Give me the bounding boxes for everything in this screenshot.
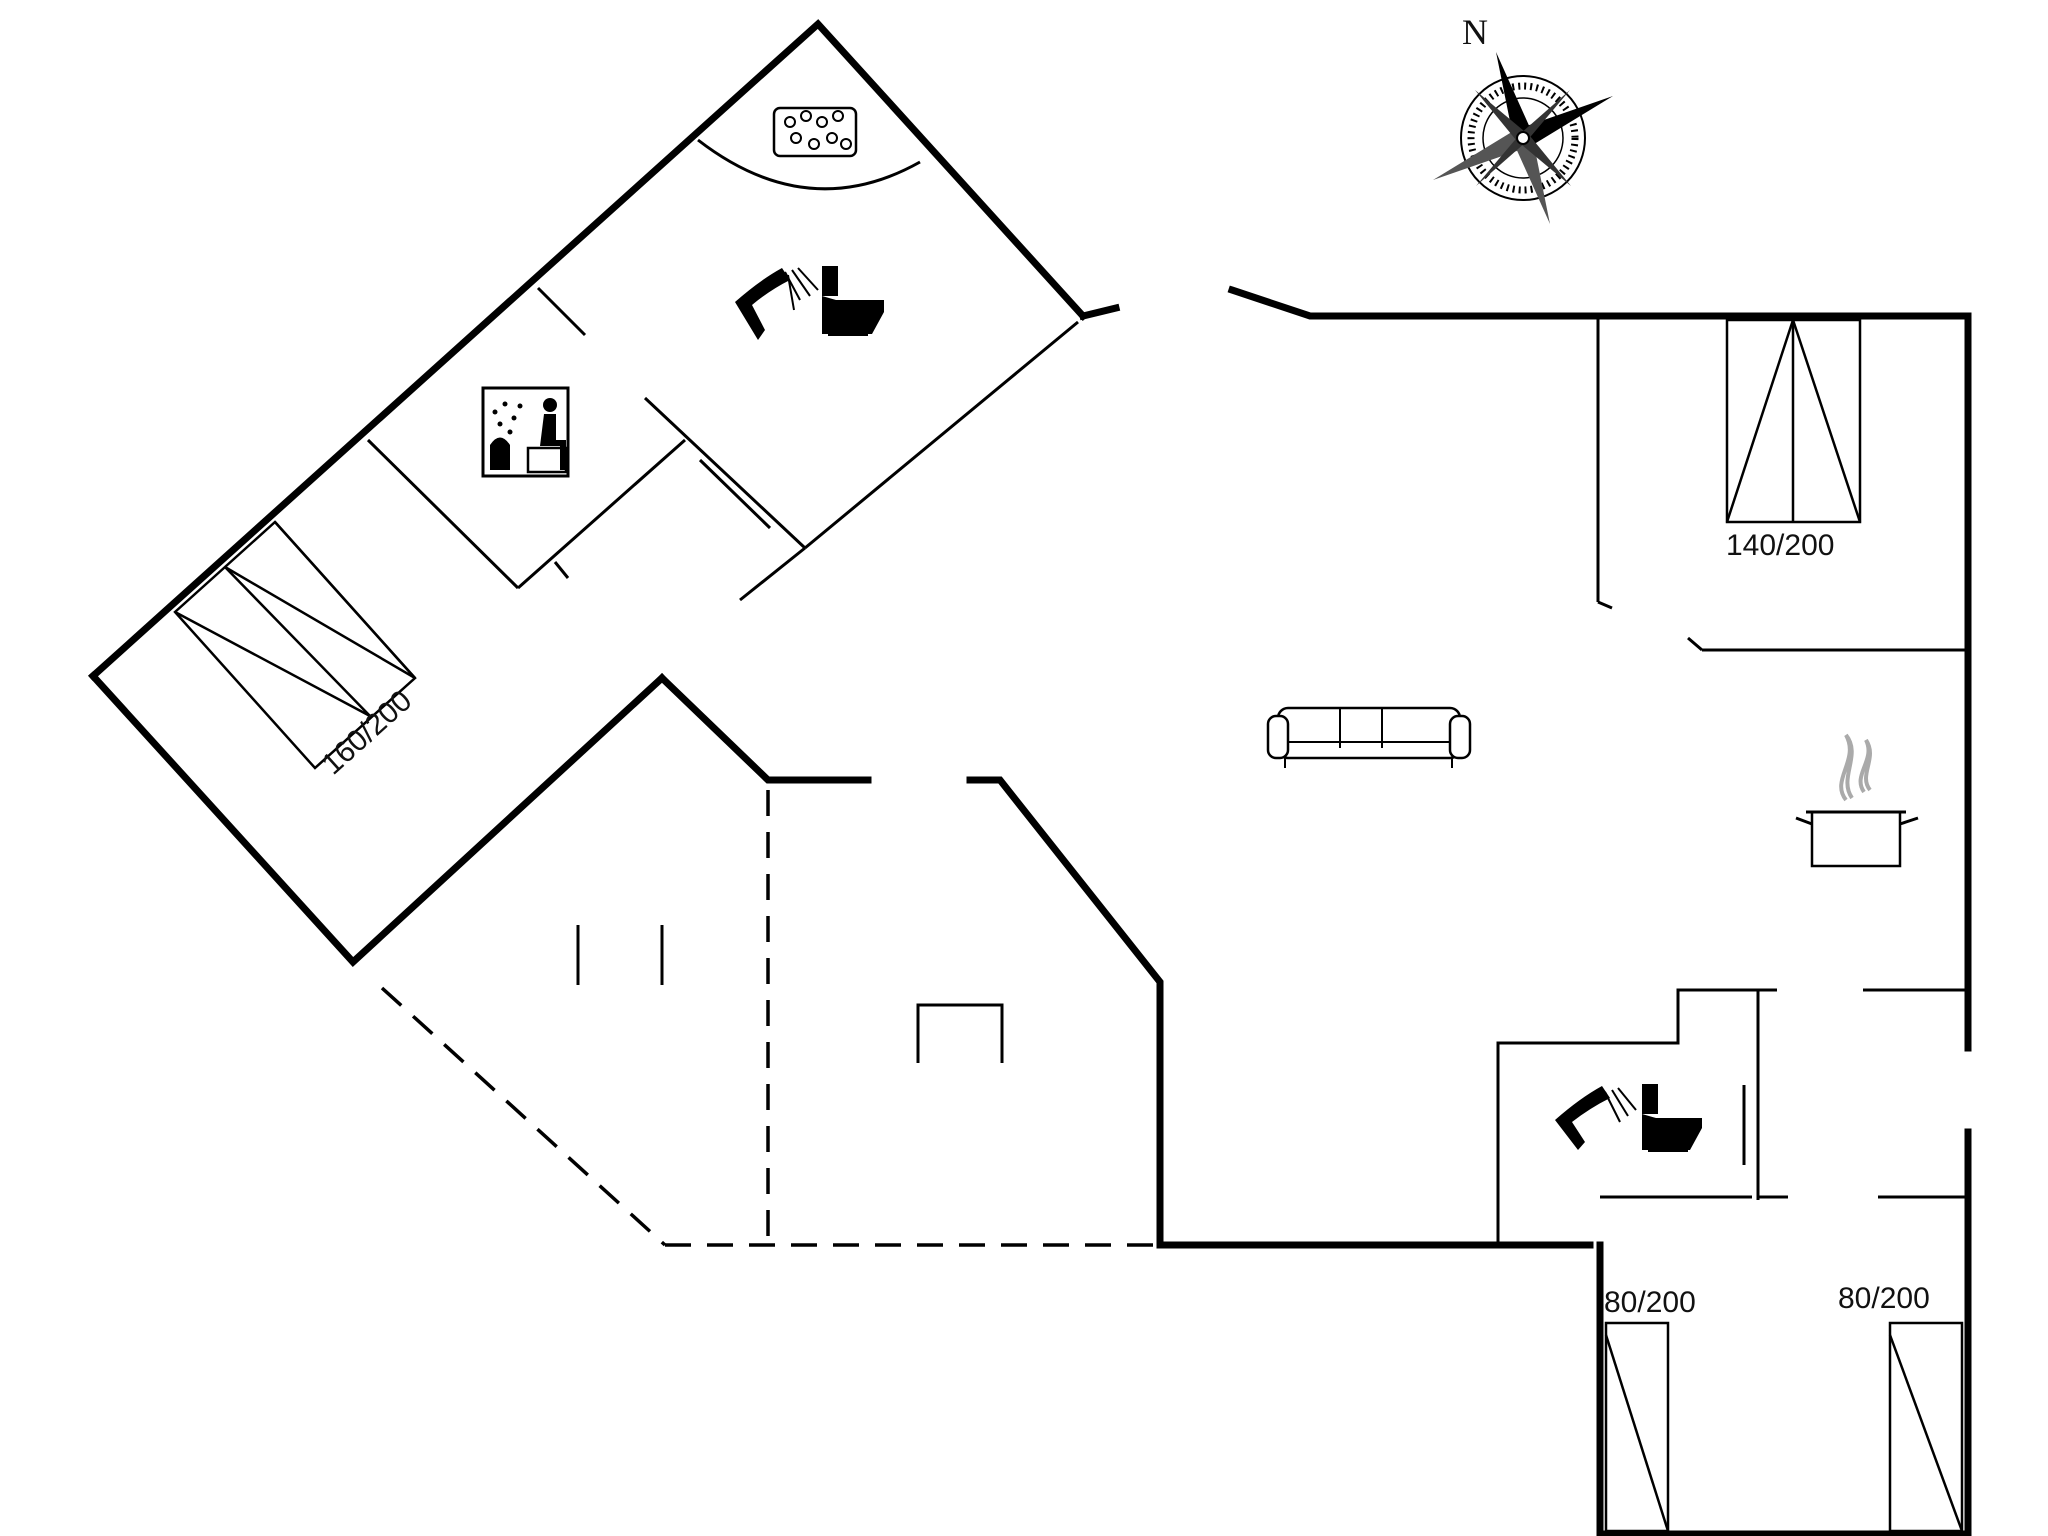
cooking-pot-icon (1795, 733, 1919, 868)
bed-single-left: 80/200 (1604, 1286, 1696, 1533)
bed-master: 160/200 (173, 520, 419, 781)
compass-north-label: N (1462, 12, 1488, 52)
compass-rose-icon: N (1433, 12, 1613, 224)
exterior-walls (88, 19, 1972, 1536)
bed-single-right-size-label: 80/200 (1838, 1282, 1930, 1315)
bed-ne: 140/200 (1725, 318, 1862, 562)
toilet-icon (822, 266, 884, 336)
sauna-icon (481, 386, 570, 478)
shower-icon (735, 267, 819, 340)
toilet-icon (1642, 1084, 1702, 1152)
bed-ne-size-label: 140/200 (1726, 529, 1834, 562)
bed-master-size-label: 160/200 (316, 684, 419, 781)
bed-single-left-size-label: 80/200 (1604, 1286, 1696, 1319)
shower-icon (1555, 1086, 1637, 1150)
sofa-icon (1266, 706, 1472, 768)
interior-walls (366, 138, 1968, 1245)
terrace-outline (380, 790, 1155, 1247)
bed-single-right: 80/200 (1838, 1282, 1964, 1533)
whirlpool-icon (772, 106, 858, 158)
